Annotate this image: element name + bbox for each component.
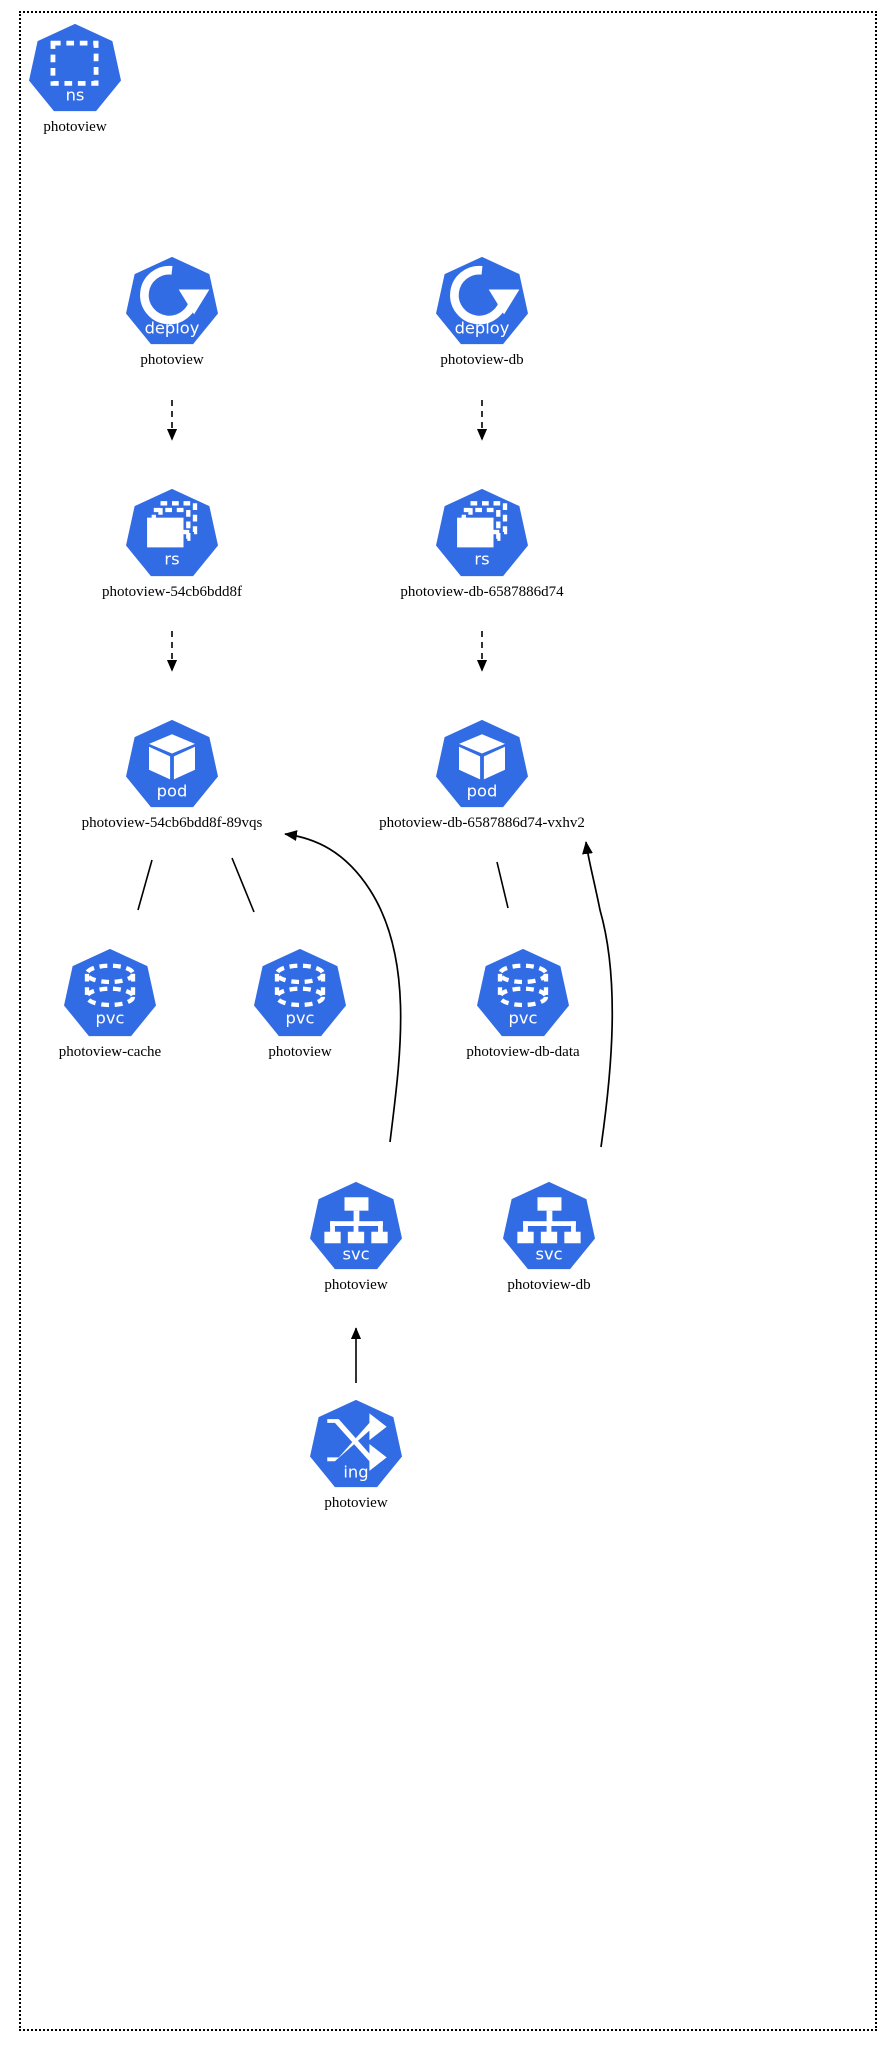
pod-icon: pod <box>434 718 530 810</box>
node-pvc-photoview[interactable]: pvc photoview <box>180 947 420 1061</box>
node-namespace-photoview[interactable]: ns photoview <box>0 22 195 136</box>
kind-label: ns <box>66 86 85 105</box>
node-caption: photoview-54cb6bdd8f <box>102 584 242 600</box>
service-icon: svc <box>501 1180 597 1272</box>
node-caption: photoview <box>324 1277 388 1293</box>
kind-label: svc <box>342 1245 369 1264</box>
namespace-icon: ns <box>27 22 123 114</box>
kind-label: pvc <box>286 1009 315 1028</box>
node-deployment-photoview[interactable]: deploy photoview <box>52 255 292 369</box>
namespace-cluster-border <box>19 11 877 2031</box>
replicaset-icon: rs <box>124 487 220 579</box>
node-caption: photoview-54cb6bdd8f-89vqs <box>81 815 263 831</box>
node-pvc-photoview-cache[interactable]: pvc photoview-cache <box>0 947 230 1061</box>
node-caption: photoview <box>140 352 204 368</box>
node-service-photoview[interactable]: svc photoview <box>236 1180 476 1294</box>
kind-label: rs <box>474 550 489 569</box>
node-pod-photoview[interactable]: pod photoview-54cb6bdd8f-89vqs <box>52 718 292 832</box>
node-caption: photoview <box>43 119 107 135</box>
node-caption: photoview-db <box>440 352 524 368</box>
ingress-icon: ing <box>308 1398 404 1490</box>
kind-label: svc <box>535 1245 562 1264</box>
node-pod-photoview-db[interactable]: pod photoview-db-6587886d74-vxhv2 <box>362 718 602 832</box>
kind-label: pod <box>157 782 188 801</box>
kind-label: rs <box>164 550 179 569</box>
service-icon: svc <box>308 1180 404 1272</box>
node-caption: photoview <box>268 1044 332 1060</box>
kind-label: pvc <box>509 1009 538 1028</box>
node-replicaset-photoview[interactable]: rs photoview-54cb6bdd8f <box>52 487 292 601</box>
kind-label: pod <box>467 782 498 801</box>
node-caption: photoview-db-6587886d74-vxhv2 <box>379 815 585 831</box>
node-service-photoview-db[interactable]: svc photoview-db <box>429 1180 669 1294</box>
node-deployment-photoview-db[interactable]: deploy photoview-db <box>362 255 602 369</box>
kind-label: deploy <box>145 319 200 338</box>
kind-label: ing <box>343 1463 368 1482</box>
deployment-icon: deploy <box>434 255 530 347</box>
node-caption: photoview-cache <box>58 1044 162 1060</box>
deployment-icon: deploy <box>124 255 220 347</box>
node-pvc-photoview-db-data[interactable]: pvc photoview-db-data <box>403 947 643 1061</box>
node-caption: photoview-db <box>507 1277 591 1293</box>
pod-icon: pod <box>124 718 220 810</box>
pvc-icon: pvc <box>252 947 348 1039</box>
kind-label: deploy <box>455 319 510 338</box>
node-caption: photoview <box>324 1495 388 1511</box>
node-caption: photoview-db-6587886d74 <box>400 584 564 600</box>
node-replicaset-photoview-db[interactable]: rs photoview-db-6587886d74 <box>362 487 602 601</box>
kind-label: pvc <box>96 1009 125 1028</box>
replicaset-icon: rs <box>434 487 530 579</box>
pvc-icon: pvc <box>62 947 158 1039</box>
node-caption: photoview-db-data <box>466 1044 580 1060</box>
pvc-icon: pvc <box>475 947 571 1039</box>
node-ingress-photoview[interactable]: ing photoview <box>236 1398 476 1512</box>
